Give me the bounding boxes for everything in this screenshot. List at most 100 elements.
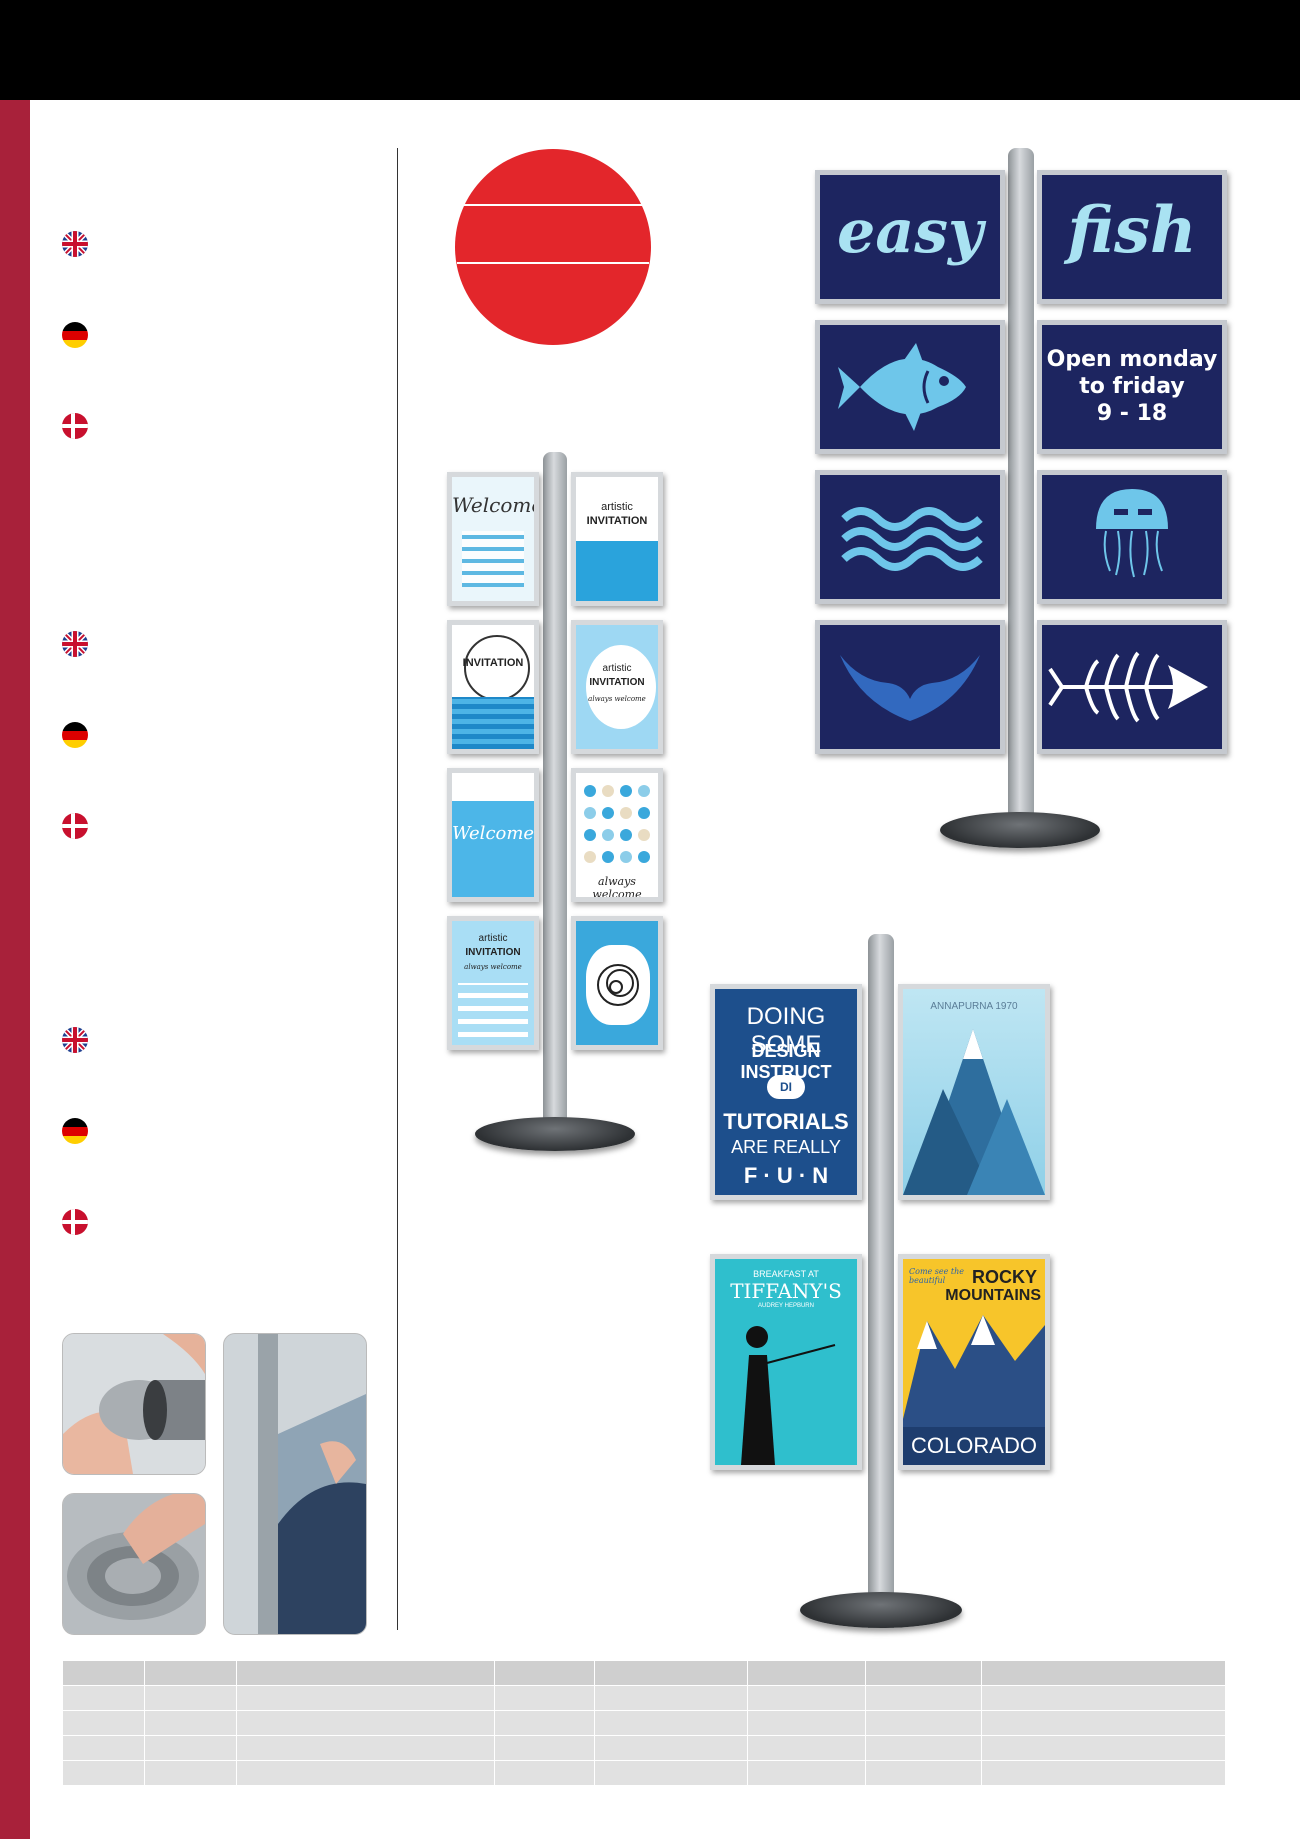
invitation-text: INVITATION xyxy=(465,947,521,958)
photo-insert-poster xyxy=(223,1333,367,1635)
poster-line: AUDREY HEPBURN xyxy=(758,1303,814,1309)
whale-tail-icon xyxy=(840,655,980,721)
table-cell xyxy=(593,1735,749,1761)
panel-fish-skeleton xyxy=(1037,620,1227,754)
danish-flag-icon xyxy=(62,1209,88,1235)
poster-line: DESIGN INSTRUCT xyxy=(740,1041,832,1082)
always-text: always welcome xyxy=(592,875,642,901)
table-row xyxy=(62,1760,1226,1786)
table-cell xyxy=(493,1660,595,1686)
table-cell xyxy=(235,1760,495,1786)
german-flag-icon xyxy=(62,322,88,348)
table-cell xyxy=(747,1735,867,1761)
table-cell xyxy=(62,1760,145,1786)
welcome-text: Welcome xyxy=(452,493,539,517)
poster-line: F · U · N xyxy=(743,1163,829,1188)
table-cell xyxy=(62,1685,145,1711)
table-cell xyxy=(143,1760,237,1786)
uk-flag-icon xyxy=(62,1027,88,1053)
poster-line: Come see the beautiful xyxy=(909,1267,965,1285)
fish-skeleton-icon xyxy=(1048,651,1208,723)
spec-table xyxy=(62,1660,1226,1786)
mountain-range-icon xyxy=(903,1315,1045,1465)
table-row xyxy=(62,1660,1226,1686)
table-cell xyxy=(62,1735,145,1761)
fish-text: fish xyxy=(1067,193,1197,268)
table-cell xyxy=(235,1660,495,1686)
woman-silhouette-icon xyxy=(741,1326,836,1465)
column-divider xyxy=(397,148,398,1630)
invitation-text: INVITATION xyxy=(462,657,524,669)
stand-base xyxy=(800,1592,962,1628)
table-cell xyxy=(62,1660,145,1686)
side-accent-bar xyxy=(0,100,30,1839)
stand-base xyxy=(475,1117,635,1151)
table-cell xyxy=(493,1760,595,1786)
artistic-text: artistic xyxy=(601,501,633,513)
always-text: always welcome xyxy=(464,963,522,971)
artistic-text: artistic xyxy=(478,933,508,944)
fish-icon xyxy=(838,343,966,431)
welcome-text: Welcome xyxy=(452,823,535,844)
danish-flag-icon xyxy=(62,813,88,839)
uk-flag-icon xyxy=(62,631,88,657)
red-badge xyxy=(453,147,653,347)
card-welcome: Welcome xyxy=(447,472,539,606)
table-row xyxy=(62,1735,1226,1761)
photo-base-screw xyxy=(62,1493,206,1635)
poster-line: TIFFANY'S xyxy=(730,1279,842,1303)
table-cell xyxy=(865,1685,983,1711)
hours-line-3: 9 - 18 xyxy=(1096,401,1168,426)
table-cell xyxy=(493,1710,595,1736)
poster-line: TUTORIALS xyxy=(723,1109,849,1134)
invitation-stand: Welcome artistic INVITATION INVITATION a… xyxy=(447,452,667,1152)
poster-annapurna: ANNAPURNA 1970 xyxy=(898,984,1050,1200)
poster-rocky-mountains: Come see the beautiful ROCKY MOUNTAINS C… xyxy=(898,1254,1050,1470)
table-cell xyxy=(493,1735,595,1761)
header-bar xyxy=(0,0,1300,100)
table-cell xyxy=(235,1710,495,1736)
fish-stand: easy fish Open monday to friday 9 - 18 xyxy=(815,148,1235,858)
hours-line-1: Open monday xyxy=(1046,347,1218,372)
poster-doing-some: DOING SOME DESIGN INSTRUCT DI TUTORIALS … xyxy=(710,984,862,1200)
table-cell xyxy=(593,1710,749,1736)
poster-line: ANNAPURNA 1970 xyxy=(930,1001,1018,1012)
table-cell xyxy=(865,1760,983,1786)
card-scribble xyxy=(571,916,663,1050)
panel-jellyfish xyxy=(1037,470,1227,604)
table-cell xyxy=(865,1735,983,1761)
poster-line: ROCKY xyxy=(971,1267,1037,1287)
invitation-text: INVITATION xyxy=(586,515,648,527)
hours-line-2: to friday xyxy=(1079,374,1185,399)
panel-whale-tail xyxy=(815,620,1005,754)
table-cell xyxy=(593,1660,749,1686)
poster-line: MOUNTAINS xyxy=(945,1287,1041,1304)
waves-icon xyxy=(841,507,983,571)
easy-text: easy xyxy=(837,197,983,267)
panel-waves xyxy=(815,470,1005,604)
card-artistic-always: artistic INVITATION always welcome xyxy=(571,620,663,754)
table-cell xyxy=(593,1760,749,1786)
table-cell xyxy=(747,1685,867,1711)
table-cell xyxy=(981,1735,1226,1761)
table-cell xyxy=(62,1710,145,1736)
table-cell xyxy=(865,1710,983,1736)
table-cell xyxy=(235,1685,495,1711)
table-cell xyxy=(747,1660,867,1686)
table-cell xyxy=(747,1760,867,1786)
always-text: always welcome xyxy=(588,695,646,703)
poster-line: DOING SOME xyxy=(746,1003,826,1058)
card-artistic-stripes: artistic INVITATION always welcome xyxy=(447,916,539,1050)
panel-opening-hours: Open monday to friday 9 - 18 xyxy=(1037,320,1227,454)
jellyfish-icon xyxy=(1096,489,1168,578)
german-flag-icon xyxy=(62,1118,88,1144)
table-row xyxy=(62,1710,1226,1736)
table-cell xyxy=(143,1735,237,1761)
poster-line: ARE REALLY xyxy=(731,1137,841,1157)
table-cell xyxy=(865,1660,983,1686)
stand-base xyxy=(940,812,1100,848)
poster-line: DI xyxy=(767,1075,805,1099)
table-cell xyxy=(235,1735,495,1761)
poster-tiffanys: BREAKFAST AT TIFFANY'S AUDREY HEPBURN xyxy=(710,1254,862,1470)
table-row xyxy=(62,1685,1226,1711)
